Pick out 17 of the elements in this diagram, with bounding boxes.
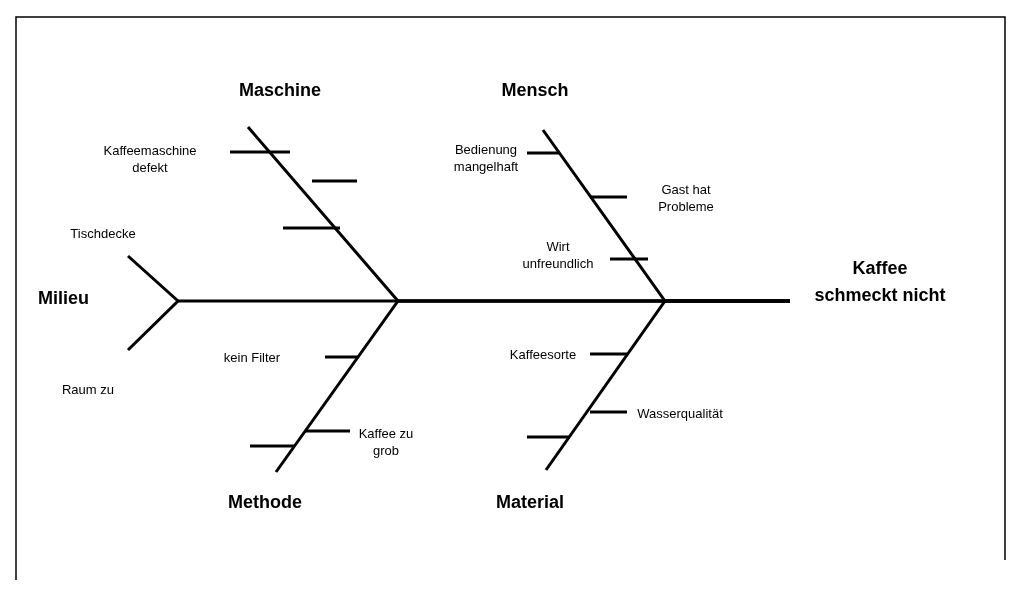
cause-label: kein Filter xyxy=(222,349,282,366)
cause-label: Kaffeemaschine defekt xyxy=(102,142,198,176)
effect-label: Kaffee schmeckt nicht xyxy=(790,255,970,345)
bone-line xyxy=(544,299,790,471)
cause-label: Kaffee zu grob xyxy=(357,425,415,459)
cause-label: Wasserqualität xyxy=(636,405,724,422)
category-label: Milieu xyxy=(30,256,180,350)
cause-label: Bedienung mangelhaft xyxy=(452,141,520,175)
cause-label: Raum zu xyxy=(61,381,115,398)
cause-label: Kaffeesorte xyxy=(508,346,578,363)
category-label: Material xyxy=(480,470,580,520)
cause-label: Tischdecke xyxy=(69,225,137,242)
category-label: Methode xyxy=(215,472,315,522)
category-label: Mensch xyxy=(490,80,580,130)
category-label: Maschine xyxy=(215,80,345,127)
cause-label: Wirt unfreundlich xyxy=(521,238,595,272)
cause-label: Gast hat Probleme xyxy=(657,181,715,215)
